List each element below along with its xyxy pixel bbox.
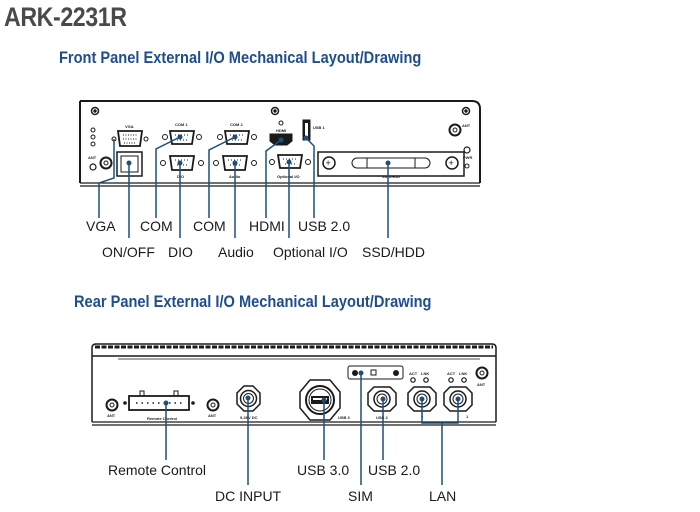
front-ant-right-silk: ANT: [462, 123, 471, 128]
product-title: ARK-2231R: [4, 2, 127, 32]
front-label-hdmi: HDMI: [249, 218, 285, 234]
led-indicators: [90, 127, 96, 147]
front-label-dio: DIO: [168, 244, 193, 260]
front-pwr-silk: PWR: [463, 155, 472, 160]
front-com1-silk: COM 1: [175, 122, 188, 127]
rear-label-dc-input: DC INPUT: [215, 488, 282, 504]
usb3-port-icon: [299, 379, 341, 421]
front-label-ssd-hdd: SSD/HDD: [362, 244, 426, 260]
front-panel: ANT VGA COM 1 DIO: [79, 100, 481, 187]
rear-ant2-silk: ANT: [208, 413, 217, 418]
front-label-vga: VGA: [86, 218, 116, 234]
svg-text:+: +: [449, 158, 454, 168]
remote-control-terminal-icon: [123, 390, 195, 411]
front-com2-silk: COM 2: [230, 122, 243, 127]
audio-port-icon: [213, 155, 257, 171]
optional-io-port-icon: [269, 154, 311, 169]
antenna-connector-icon: [105, 398, 119, 412]
front-label-com1: COM: [140, 218, 173, 234]
front-label-optional-io: Optional I/O: [273, 244, 348, 260]
screw-icon: [270, 106, 280, 116]
front-label-usb2: USB 2.0: [298, 218, 351, 234]
rear-usb3-silk: USB 3: [338, 415, 351, 420]
ssd-tray-icon: + +: [317, 151, 465, 177]
screw-icon: [461, 106, 471, 116]
rear-label-lan: LAN: [429, 488, 457, 504]
front-vga-silk: VGA: [125, 124, 134, 129]
front-ant-left-silk: ANT: [88, 155, 97, 160]
rear-panel-heading: Rear Panel External I/O Mechanical Layou…: [74, 292, 432, 311]
leader-lan-bracket: [421, 399, 459, 424]
svg-text:+: +: [326, 158, 331, 168]
leader-usb2: [305, 137, 315, 218]
leader-hdmi: [265, 139, 282, 218]
usb2-port-icon: [367, 386, 397, 412]
sim-tray-icon: [347, 365, 404, 380]
antenna-connector-icon: [475, 366, 489, 380]
rear-leader-lines: [163, 370, 461, 485]
vga-port-icon: [111, 130, 149, 147]
rear-lnk2-silk: LNK: [459, 371, 467, 376]
rear-label-remote-control: Remote Control: [108, 462, 207, 478]
antenna-connector-icon: [206, 398, 220, 412]
com2-port-icon: [217, 130, 257, 145]
rear-act-silk: ACT: [409, 371, 418, 376]
leader-com2: [208, 136, 236, 218]
rear-label-usb2: USB 2.0: [368, 462, 421, 478]
leader-vga: [98, 139, 115, 218]
front-leader-lines: [98, 134, 391, 238]
leader-com1: [155, 136, 181, 218]
front-label-onoff: ON/OFF: [102, 244, 155, 260]
rear-dc-silk: 9-36V DC: [240, 415, 258, 420]
antenna-connector-icon: [448, 123, 462, 137]
rear-ant1-silk: ANT: [107, 413, 116, 418]
rear-act2-silk: ACT: [447, 371, 456, 376]
front-label-audio: Audio: [218, 244, 254, 260]
rear-ant3-silk: ANT: [477, 382, 486, 387]
rear-panel: ANT Remote Control ANT 9-36V DC USB 3: [91, 343, 497, 426]
screw-icon: [90, 106, 100, 116]
rear-remote-silk: Remote Control: [147, 416, 177, 421]
front-panel-heading: Front Panel External I/O Mechanical Layo…: [59, 48, 422, 67]
rear-lnk-silk: LNK: [421, 371, 429, 376]
antenna-connector-icon: [89, 156, 113, 171]
power-led-icon: [463, 146, 471, 169]
rear-label-usb3: USB 3.0: [297, 462, 350, 478]
front-ssd-silk: SSD/HDD: [382, 174, 400, 179]
rear-lan1-silk: 1: [466, 414, 469, 419]
front-hdmi-silk: HDMI: [276, 128, 286, 133]
com1-port-icon: [162, 130, 202, 145]
dio-port-icon: [160, 155, 204, 171]
rear-label-sim: SIM: [348, 488, 373, 504]
lan1-port-icon: [443, 377, 473, 412]
front-usb-silk: USB 1: [313, 125, 326, 130]
front-label-com2: COM: [193, 218, 226, 234]
